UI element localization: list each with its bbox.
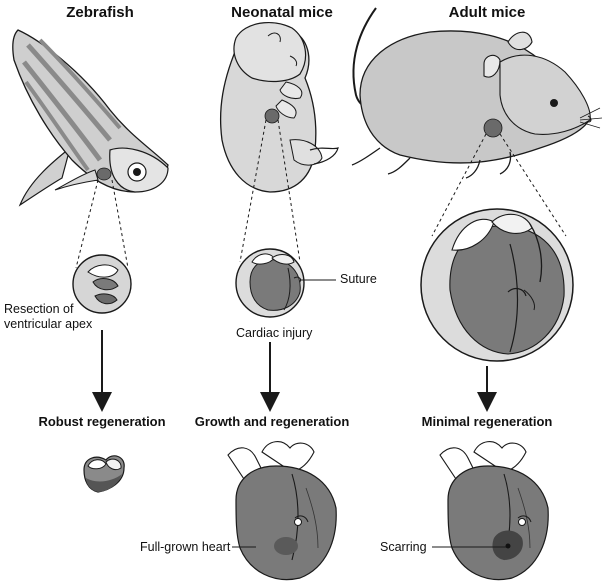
resection-label: Resection of ventricular apex — [4, 302, 92, 332]
neonatal-mice-title: Neonatal mice — [231, 4, 333, 21]
neonatal-heart-magnifier — [235, 248, 305, 318]
minimal-regeneration-label: Minimal regeneration — [421, 414, 553, 429]
zebrafish-illustration — [12, 29, 169, 207]
growth-regeneration-label: Growth and regeneration — [194, 414, 350, 429]
adult-scarred-heart — [439, 441, 549, 580]
resection-label-line2: ventricular apex — [4, 317, 93, 331]
cardiac-injury-label: Cardiac injury — [236, 326, 313, 340]
suture-label: Suture — [340, 272, 377, 286]
adult-mouse-illustration — [351, 7, 603, 179]
full-grown-heart-label: Full-grown heart — [140, 540, 231, 554]
neonatal-full-grown-heart — [227, 441, 337, 580]
scarring-label: Scarring — [380, 540, 427, 554]
zebrafish-title: Zebrafish — [66, 4, 134, 21]
adult-mice-title: Adult mice — [448, 4, 526, 21]
zebrafish-heart-magnifier — [72, 254, 132, 314]
robust-regeneration-label: Robust regeneration — [38, 414, 166, 429]
zebrafish-regenerated-heart — [83, 455, 125, 493]
resection-label-line1: Resection of — [4, 302, 74, 316]
adult-heart-magnifier — [420, 208, 574, 362]
neonatal-mouse-illustration — [219, 21, 339, 193]
